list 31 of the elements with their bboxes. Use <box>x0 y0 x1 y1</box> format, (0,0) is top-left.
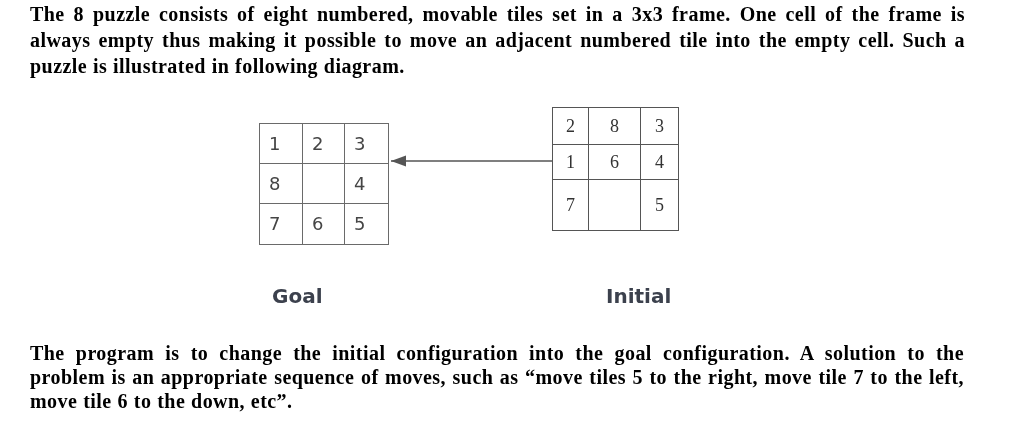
tile-number: 2 <box>312 134 324 153</box>
tile-number: 8 <box>269 174 281 193</box>
tile-number: 3 <box>354 134 366 153</box>
tile-number: 5 <box>655 196 664 214</box>
empty-cell <box>303 164 345 204</box>
puzzle-tile <box>260 164 303 204</box>
paragraph-text: The program is to change the initial configuration into the goal configuration. A solution to the problem is an appropriate sequence of moves, such as “move tiles 5 to the right, move tile 7 to the left, move tile 6 to the down, etc”. <box>30 341 964 413</box>
puzzle-tile <box>303 124 345 164</box>
tile-number: 5 <box>354 215 366 233</box>
puzzle-tile <box>553 145 589 180</box>
tile-number: 2 <box>566 117 575 135</box>
puzzle-tile <box>589 145 641 180</box>
tile-number: 3 <box>655 117 664 135</box>
grid-caption: Goal <box>272 284 323 308</box>
arrow <box>390 155 553 167</box>
tile-number: 7 <box>566 196 575 214</box>
tile-number: 1 <box>566 153 575 171</box>
puzzle-tile <box>589 108 641 145</box>
tile-number: 1 <box>269 134 281 153</box>
tile-number: 4 <box>354 174 366 193</box>
tile-number: 7 <box>269 215 281 233</box>
puzzle-tile <box>553 108 589 145</box>
tile-number: 6 <box>610 153 619 171</box>
puzzle-frame <box>259 123 389 245</box>
grid-caption: Initial <box>606 284 672 308</box>
tile-number: 8 <box>610 117 619 135</box>
tile-number: 4 <box>655 153 664 171</box>
tile-number: 6 <box>312 215 324 233</box>
puzzle-frame <box>552 107 679 231</box>
puzzle-tile <box>260 124 303 164</box>
paragraph-text: The 8 puzzle consists of eight numbered, movable tiles set in a 3x3 frame. One cell of the frame is always empty thus making it possible to move an adjacent numbered tile into the empty cell. Such a puzzle is illustrated in following diagram. <box>30 2 965 79</box>
